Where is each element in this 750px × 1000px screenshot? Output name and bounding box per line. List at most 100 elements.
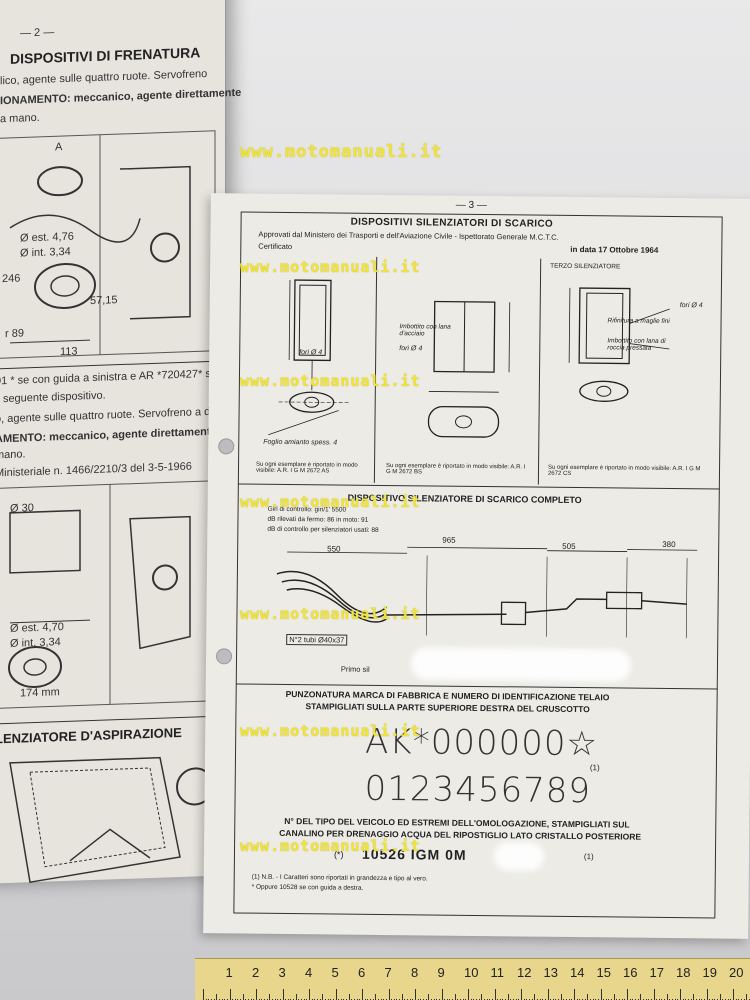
left-line-c: a mano. (0, 111, 40, 126)
left-line-b: IONAMENTO: meccanico, agente direttament… (0, 86, 242, 108)
ruler-tick (653, 989, 655, 1000)
ruler: 123456789101112131415161718192021 (195, 958, 750, 1000)
ruler-tick (706, 989, 708, 1000)
ruler-number: 6 (358, 965, 366, 980)
ruler-number: 16 (623, 965, 638, 980)
ruler-number: 11 (490, 965, 505, 980)
ruler-number: 12 (517, 965, 532, 980)
ruler-tick (203, 989, 204, 1000)
ruler-tick (587, 994, 589, 1000)
dim-2: Ø est. 4,76 (20, 230, 74, 245)
left-para-4: AMENTO: meccanico, agente direttamente (0, 425, 217, 446)
db-used-label: dB di controllo per silenziatori usati: … (267, 525, 379, 534)
label-fori-2: fori Ø 4 (399, 345, 423, 353)
dim-5: 57,15 (90, 294, 118, 308)
ruler-tick (242, 994, 244, 1000)
note-a: Su ogni esemplare è riportato in modo vi… (255, 461, 358, 475)
label-imbottito: Imbottito con lana d'acciaio (399, 323, 451, 338)
nb-line-2: * Oppure 10528 se con guida a destra. (251, 883, 364, 892)
label-fori-3: fori Ø 4 (679, 302, 703, 310)
ruler-tick (362, 989, 363, 1000)
ruler-tick (216, 994, 218, 1000)
ruler-tick (269, 994, 271, 1000)
left-divider-2 (0, 715, 220, 725)
ruler-number: 17 (649, 965, 664, 980)
ruler-tick (574, 989, 575, 1000)
dim-3: 246 (2, 272, 21, 286)
ruler-tick (309, 989, 310, 1000)
ruler-tick (521, 989, 522, 1000)
label-foglio: Foglio amianto spess. 4 (263, 438, 338, 447)
ruler-number: 15 (596, 965, 611, 980)
ruler-number: 4 (305, 965, 313, 980)
ruler-tick (613, 994, 615, 1000)
ruler-tick (600, 989, 602, 1000)
watermark-2: www.motomanuali.it (240, 258, 421, 276)
ruler-tick (481, 994, 483, 1000)
watermark-6: www.motomanuali.it (240, 722, 421, 740)
dim-8: Ø est. 4,70 (10, 621, 64, 635)
ruler-tick (494, 989, 496, 1000)
stamp-footnote-mark: (1) (589, 763, 600, 773)
ruler-tick (428, 994, 430, 1000)
ruler-number: 1 (225, 965, 233, 980)
dim-10: 174 mm (20, 686, 60, 700)
ruler-number: 5 (331, 965, 339, 980)
redaction-blur-2 (493, 842, 545, 871)
ruler-number: 10 (464, 965, 479, 980)
watermark-1: www.motomanuali.it (240, 142, 443, 162)
punch-hole-top (218, 438, 235, 455)
ruler-number: 3 (278, 965, 286, 980)
ruler-tick (388, 989, 390, 1000)
ruler-tick (295, 994, 297, 1000)
date-label: in data 17 Ottobre 1964 (570, 244, 659, 255)
exhaust-drawing (276, 546, 698, 639)
ruler-tick (719, 994, 721, 1000)
ruler-tick (733, 989, 734, 1000)
note-c: Su ogni esemplare è riportato in modo vi… (547, 464, 701, 477)
ruler-number: 18 (676, 965, 691, 980)
db-stop-label: dB rilevati da fermo: 86 in moto: 91 (267, 515, 369, 524)
label-imbottito-2: Imbottito con lana di roccia pressata (607, 337, 666, 352)
ruler-tick (375, 994, 377, 1000)
ruler-tick (680, 989, 681, 1000)
ruler-tick (666, 994, 668, 1000)
ruler-tick (746, 994, 748, 1000)
note-b: Su ogni esemplare è riportato in modo vi… (385, 463, 526, 476)
ruler-tick (468, 989, 469, 1000)
label-a: A (55, 141, 63, 154)
ruler-tick (335, 989, 337, 1000)
watermark-7: www.motomanuali.it (240, 837, 421, 855)
dim-1: Ø int. 3,34 (20, 245, 71, 260)
ruler-number: 20 (729, 965, 744, 980)
ruler-tick (348, 994, 350, 1000)
redaction-blur-1 (410, 647, 632, 682)
right-title: DISPOSITIVI SILENZIATORI DI SCARICO (350, 216, 554, 230)
left-para-5: mano. (0, 448, 26, 462)
watermark-4: www.motomanuali.it (240, 493, 421, 511)
ruler-number: 2 (252, 965, 260, 980)
silencer-drawings (268, 279, 670, 438)
left-line-a: lico, agente sulle quattro ruote. Servof… (0, 68, 208, 88)
watermark-5: www.motomanuali.it (240, 605, 421, 623)
right-page: — 3 — DISPOSITIVI SILENZIATORI DI SCARIC… (203, 193, 750, 939)
heading-brakes: DISPOSITIVI DI FRENATURA (10, 44, 201, 67)
ruler-tick (229, 989, 231, 1000)
type-code-mark: (1) (583, 852, 594, 862)
ruler-tick (415, 989, 416, 1000)
ruler-tick (322, 994, 324, 1000)
ruler-tick (507, 994, 509, 1000)
dim-9: Ø int. 3,34 (10, 636, 61, 650)
left-page: — 2 — DISPOSITIVI DI FRENATURA lico, age… (0, 0, 311, 885)
ruler-tick (256, 989, 257, 1000)
left-page-number: — 2 — (20, 26, 55, 40)
first-silencer-label: Primo sil (340, 664, 370, 674)
dim-7: Ø 30 (10, 502, 34, 515)
dim-6: 113 (60, 345, 78, 359)
certificate-label: Certificato (258, 241, 293, 252)
punch-hole-bottom (215, 648, 233, 665)
watermark-3: www.motomanuali.it (240, 372, 421, 390)
ruler-number: 14 (570, 965, 585, 980)
heading-intake: LENZIATORE D'ASPIRAZIONE (0, 724, 182, 747)
